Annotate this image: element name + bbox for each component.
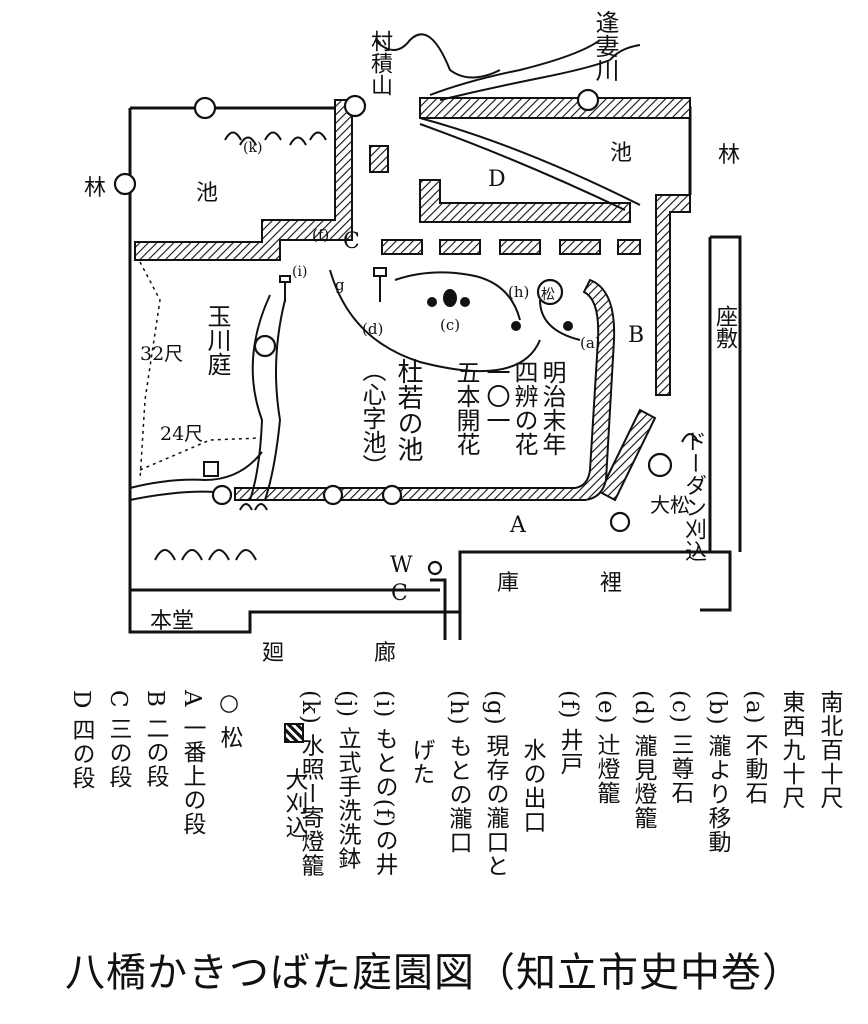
legend-col-11: (h) もとの瀧口 — [445, 690, 471, 855]
pond-label-top: 池 — [610, 141, 632, 166]
shrubs — [154, 131, 699, 561]
legend-col-1: 南北百十尺 — [816, 690, 842, 810]
mark-c: (c) — [440, 316, 460, 334]
legend-col-4: (b) 瀧より移動 — [704, 690, 730, 854]
legend: 南北百十尺 東西九十尺 (a) 不動石 (b) 瀧より移動 (c) 三尊石 (d… — [20, 690, 850, 920]
legend-col-6: (d) 瀧見燈籠 — [630, 690, 656, 830]
main-hall-label: 本堂 — [150, 609, 194, 634]
hatch-swatch-icon — [284, 723, 304, 744]
mark-a: (a) — [580, 334, 601, 352]
legend-col-18: A 一番上の段 — [179, 690, 205, 836]
stones — [427, 289, 573, 331]
shinji-pond-label: （心字池） — [358, 358, 386, 478]
legend-col-14: (j) 立式手洗洗鉢 — [334, 690, 360, 871]
flower-note-2: 四辨の花 — [510, 360, 538, 456]
big-pine-label: 大松 — [650, 493, 690, 517]
legend-col-16: 大刈込 — [252, 690, 336, 839]
legend-col-12: げた — [408, 690, 434, 786]
legend-col-9: 水の出口 — [519, 690, 545, 834]
hatched-hedges — [134, 97, 691, 502]
corridor-label-1: 廻 — [262, 641, 284, 666]
wc-w-label: W — [390, 553, 413, 578]
mountain-label: 村積山 — [367, 30, 392, 96]
mark-g: g — [335, 276, 345, 294]
step-b-label: B — [628, 323, 644, 348]
legend-col-8: (f) 井戸 — [556, 690, 582, 776]
legend-col-17: ○ 松 — [216, 690, 242, 750]
legend-col-20: C 三の段 — [105, 690, 131, 789]
legend-col-19: B 二の段 — [142, 690, 168, 789]
legend-col-13: (i) もとの(f)の井 — [371, 690, 397, 877]
kakitsubata-pond-label: 杜若の池 — [393, 358, 423, 462]
mark-k: (k) — [243, 140, 262, 156]
legend-col-21: D 四の段 — [68, 690, 94, 790]
step-a-label: A — [509, 513, 527, 538]
garden-label: 玉川庭 — [203, 304, 231, 376]
hedge-label: ドーダン刈込 — [681, 430, 706, 562]
dim-24-label: 24尺 — [160, 423, 203, 445]
step-d-label: D — [488, 167, 506, 192]
mark-i: (i) — [292, 264, 307, 280]
legend-col-2: 東西九十尺 — [778, 690, 804, 810]
mark-f: (f) — [312, 226, 329, 244]
river-label: 逢妻川 — [591, 10, 619, 82]
legend-col-16-text: 大刈込 — [281, 743, 307, 840]
corridor-label-2: 廊 — [374, 641, 396, 666]
map-labels: 池 池 林 林 A B C D 庫 裡 本堂 廻 廊 W C 32尺 24尺 大… — [84, 140, 740, 666]
mark-d: (d) — [362, 320, 383, 338]
flower-note-4: 五本開花 — [452, 360, 480, 456]
figure-caption: 八橋かきつばた庭園図（知立市史中巻） — [65, 950, 803, 996]
pond-label-left: 池 — [196, 181, 218, 206]
flower-note-1: 明治末年 — [538, 360, 566, 456]
legend-col-3: (a) 不動石 — [741, 690, 767, 805]
mark-h: (h) — [508, 283, 529, 301]
dimension-lines — [139, 261, 261, 481]
legend-col-15: (k) 水照ー寄燈籠 — [297, 690, 323, 878]
wc-c-label: C — [391, 581, 408, 606]
forest-label-right: 林 — [718, 143, 740, 168]
pine-circles — [113, 88, 673, 576]
legend-col-7: (e) 辻燈籠 — [593, 690, 619, 805]
dim-32-label: 32尺 — [140, 343, 183, 365]
lanterns — [203, 267, 387, 477]
storehouse-label: 庫 — [497, 571, 519, 596]
legend-col-5: (c) 三尊石 — [667, 690, 693, 805]
legend-col-10: (g) 現存の瀧口と — [482, 690, 508, 878]
forest-label-left: 林 — [84, 176, 106, 201]
flower-note-3: 一〇一 — [482, 360, 510, 432]
pine-mark: 松 — [541, 287, 555, 303]
step-c-label: C — [343, 229, 360, 254]
garden-map: 池 池 林 林 A B C D 庫 裡 本堂 廻 廊 W C 32尺 24尺 大… — [84, 33, 742, 666]
storehouse-back-label: 裡 — [600, 571, 622, 596]
zashiki-label: 座敷 — [712, 305, 737, 349]
water-lines — [129, 33, 641, 501]
